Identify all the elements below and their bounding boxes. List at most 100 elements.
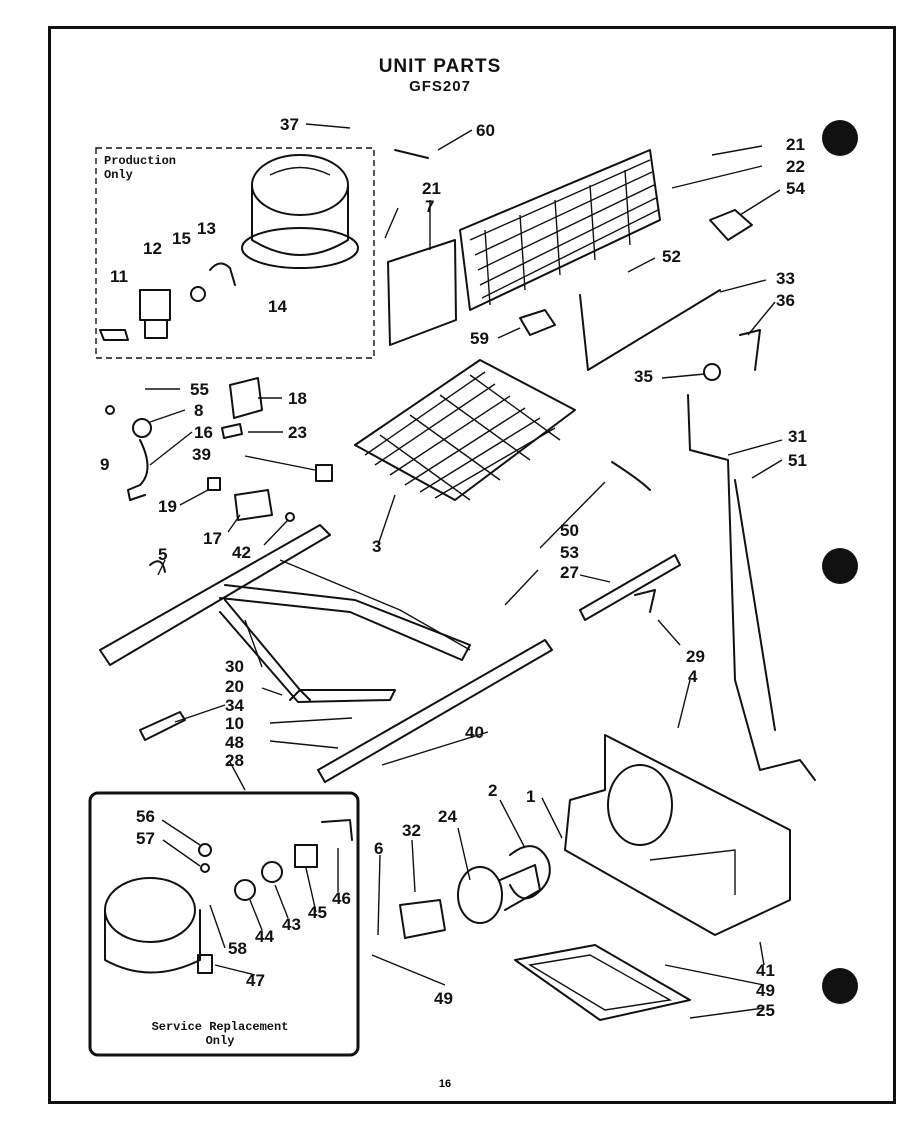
callout-9: 9 xyxy=(100,455,110,474)
callout-23: 23 xyxy=(288,423,307,442)
callout-59: 59 xyxy=(470,329,489,348)
clip-part-29 xyxy=(634,589,656,613)
clip-part-11 xyxy=(99,329,129,341)
compressor-service xyxy=(104,877,201,974)
callout-27: 27 xyxy=(560,563,579,582)
callout-35: 35 xyxy=(634,367,653,386)
part-44 xyxy=(234,879,256,901)
fan-motor-part-24 xyxy=(457,864,541,924)
evaporator-coil xyxy=(354,359,576,501)
tube-part-60 xyxy=(394,149,429,159)
callout-30: 30 xyxy=(225,657,244,676)
part-15 xyxy=(190,286,206,302)
callout-55: 55 xyxy=(190,380,209,399)
bracket-part-32 xyxy=(399,899,446,939)
binder-hole-top xyxy=(822,120,858,156)
callout-39: 39 xyxy=(192,445,211,464)
callout-3: 3 xyxy=(372,537,382,556)
callout-29: 29 xyxy=(686,647,705,666)
callout-22: 22 xyxy=(786,157,805,176)
callout-8: 8 xyxy=(194,401,204,420)
drier-part-27 xyxy=(579,554,681,621)
callout-49-right: 49 xyxy=(756,981,775,1000)
part-9 xyxy=(105,405,115,415)
part-5 xyxy=(149,560,166,573)
part-54 xyxy=(709,209,753,241)
callout-5: 5 xyxy=(158,545,168,564)
callout-57: 57 xyxy=(136,829,155,848)
drain-pan-part-25 xyxy=(514,944,691,1021)
callout-4: 4 xyxy=(688,667,698,686)
callout-16: 16 xyxy=(194,423,213,442)
bracket-part-46 xyxy=(321,819,353,841)
callout-6: 6 xyxy=(374,839,384,858)
callout-53: 53 xyxy=(560,543,579,562)
callout-19: 19 xyxy=(158,497,177,516)
part-19 xyxy=(207,477,221,491)
tube-part-51 xyxy=(734,479,776,731)
callout-12: 12 xyxy=(143,239,162,258)
callout-24: 24 xyxy=(438,807,457,826)
part-59 xyxy=(519,309,556,336)
callout-56: 56 xyxy=(136,807,155,826)
callout-32: 32 xyxy=(402,821,421,840)
base-rail-part-30 xyxy=(99,524,471,703)
callout-58: 58 xyxy=(228,939,247,958)
binder-hole-middle xyxy=(822,548,858,584)
callout-14: 14 xyxy=(268,297,287,316)
diagram-title: UNIT PARTS xyxy=(378,56,502,77)
callout-47: 47 xyxy=(246,971,265,990)
callout-46: 46 xyxy=(332,889,351,908)
callout-18: 18 xyxy=(288,389,307,408)
callout-54: 54 xyxy=(786,179,805,198)
relay-part-12 xyxy=(139,289,171,339)
callout-13: 13 xyxy=(197,219,216,238)
part-23 xyxy=(221,423,243,439)
bracket-part-36 xyxy=(739,329,761,371)
callout-60: 60 xyxy=(476,121,495,140)
fan-blade-part-2 xyxy=(509,845,551,900)
bracket-part-18 xyxy=(229,377,263,419)
clip-part-20 xyxy=(289,689,311,701)
callout-48: 48 xyxy=(225,733,244,752)
binder-hole-bottom xyxy=(822,968,858,1004)
bracket-part-7 xyxy=(387,239,457,346)
part-34 xyxy=(139,711,186,741)
callout-37: 37 xyxy=(280,115,299,134)
callout-52: 52 xyxy=(662,247,681,266)
callout-21b: 21 xyxy=(422,179,441,198)
tube-part-33 xyxy=(579,289,721,371)
wire-part-16 xyxy=(127,439,149,501)
callout-42: 42 xyxy=(232,543,251,562)
callout-21: 21 xyxy=(786,135,805,154)
compressor-production xyxy=(241,154,359,269)
callout-51: 51 xyxy=(788,451,807,470)
fan-bracket-part-41 xyxy=(564,734,791,936)
part-8 xyxy=(132,418,152,438)
screw-part-42 xyxy=(285,512,295,522)
callout-31: 31 xyxy=(788,427,807,446)
production-only-box xyxy=(95,147,375,359)
condenser-coil xyxy=(459,149,661,311)
callout-45: 45 xyxy=(308,903,327,922)
callout-7: 7 xyxy=(425,197,435,216)
callout-50: 50 xyxy=(560,521,579,540)
grommet-part-39 xyxy=(315,464,333,482)
tube-part-31 xyxy=(687,394,816,781)
capacitor-part-47 xyxy=(197,954,213,974)
leader-lines xyxy=(145,123,783,1019)
clip-part-50 xyxy=(611,461,651,491)
rail-part-40 xyxy=(317,639,553,783)
callout-1: 1 xyxy=(526,787,536,806)
callout-15: 15 xyxy=(172,229,191,248)
service-replacement-note: Service Replacement Only xyxy=(151,1020,289,1049)
part-57 xyxy=(200,863,210,873)
callout-34: 34 xyxy=(225,696,244,715)
production-only-note: Production Only xyxy=(104,154,177,183)
callout-17: 17 xyxy=(203,529,222,548)
callout-44: 44 xyxy=(255,927,274,946)
callout-28: 28 xyxy=(225,751,244,770)
wire-part-13 xyxy=(209,262,236,286)
